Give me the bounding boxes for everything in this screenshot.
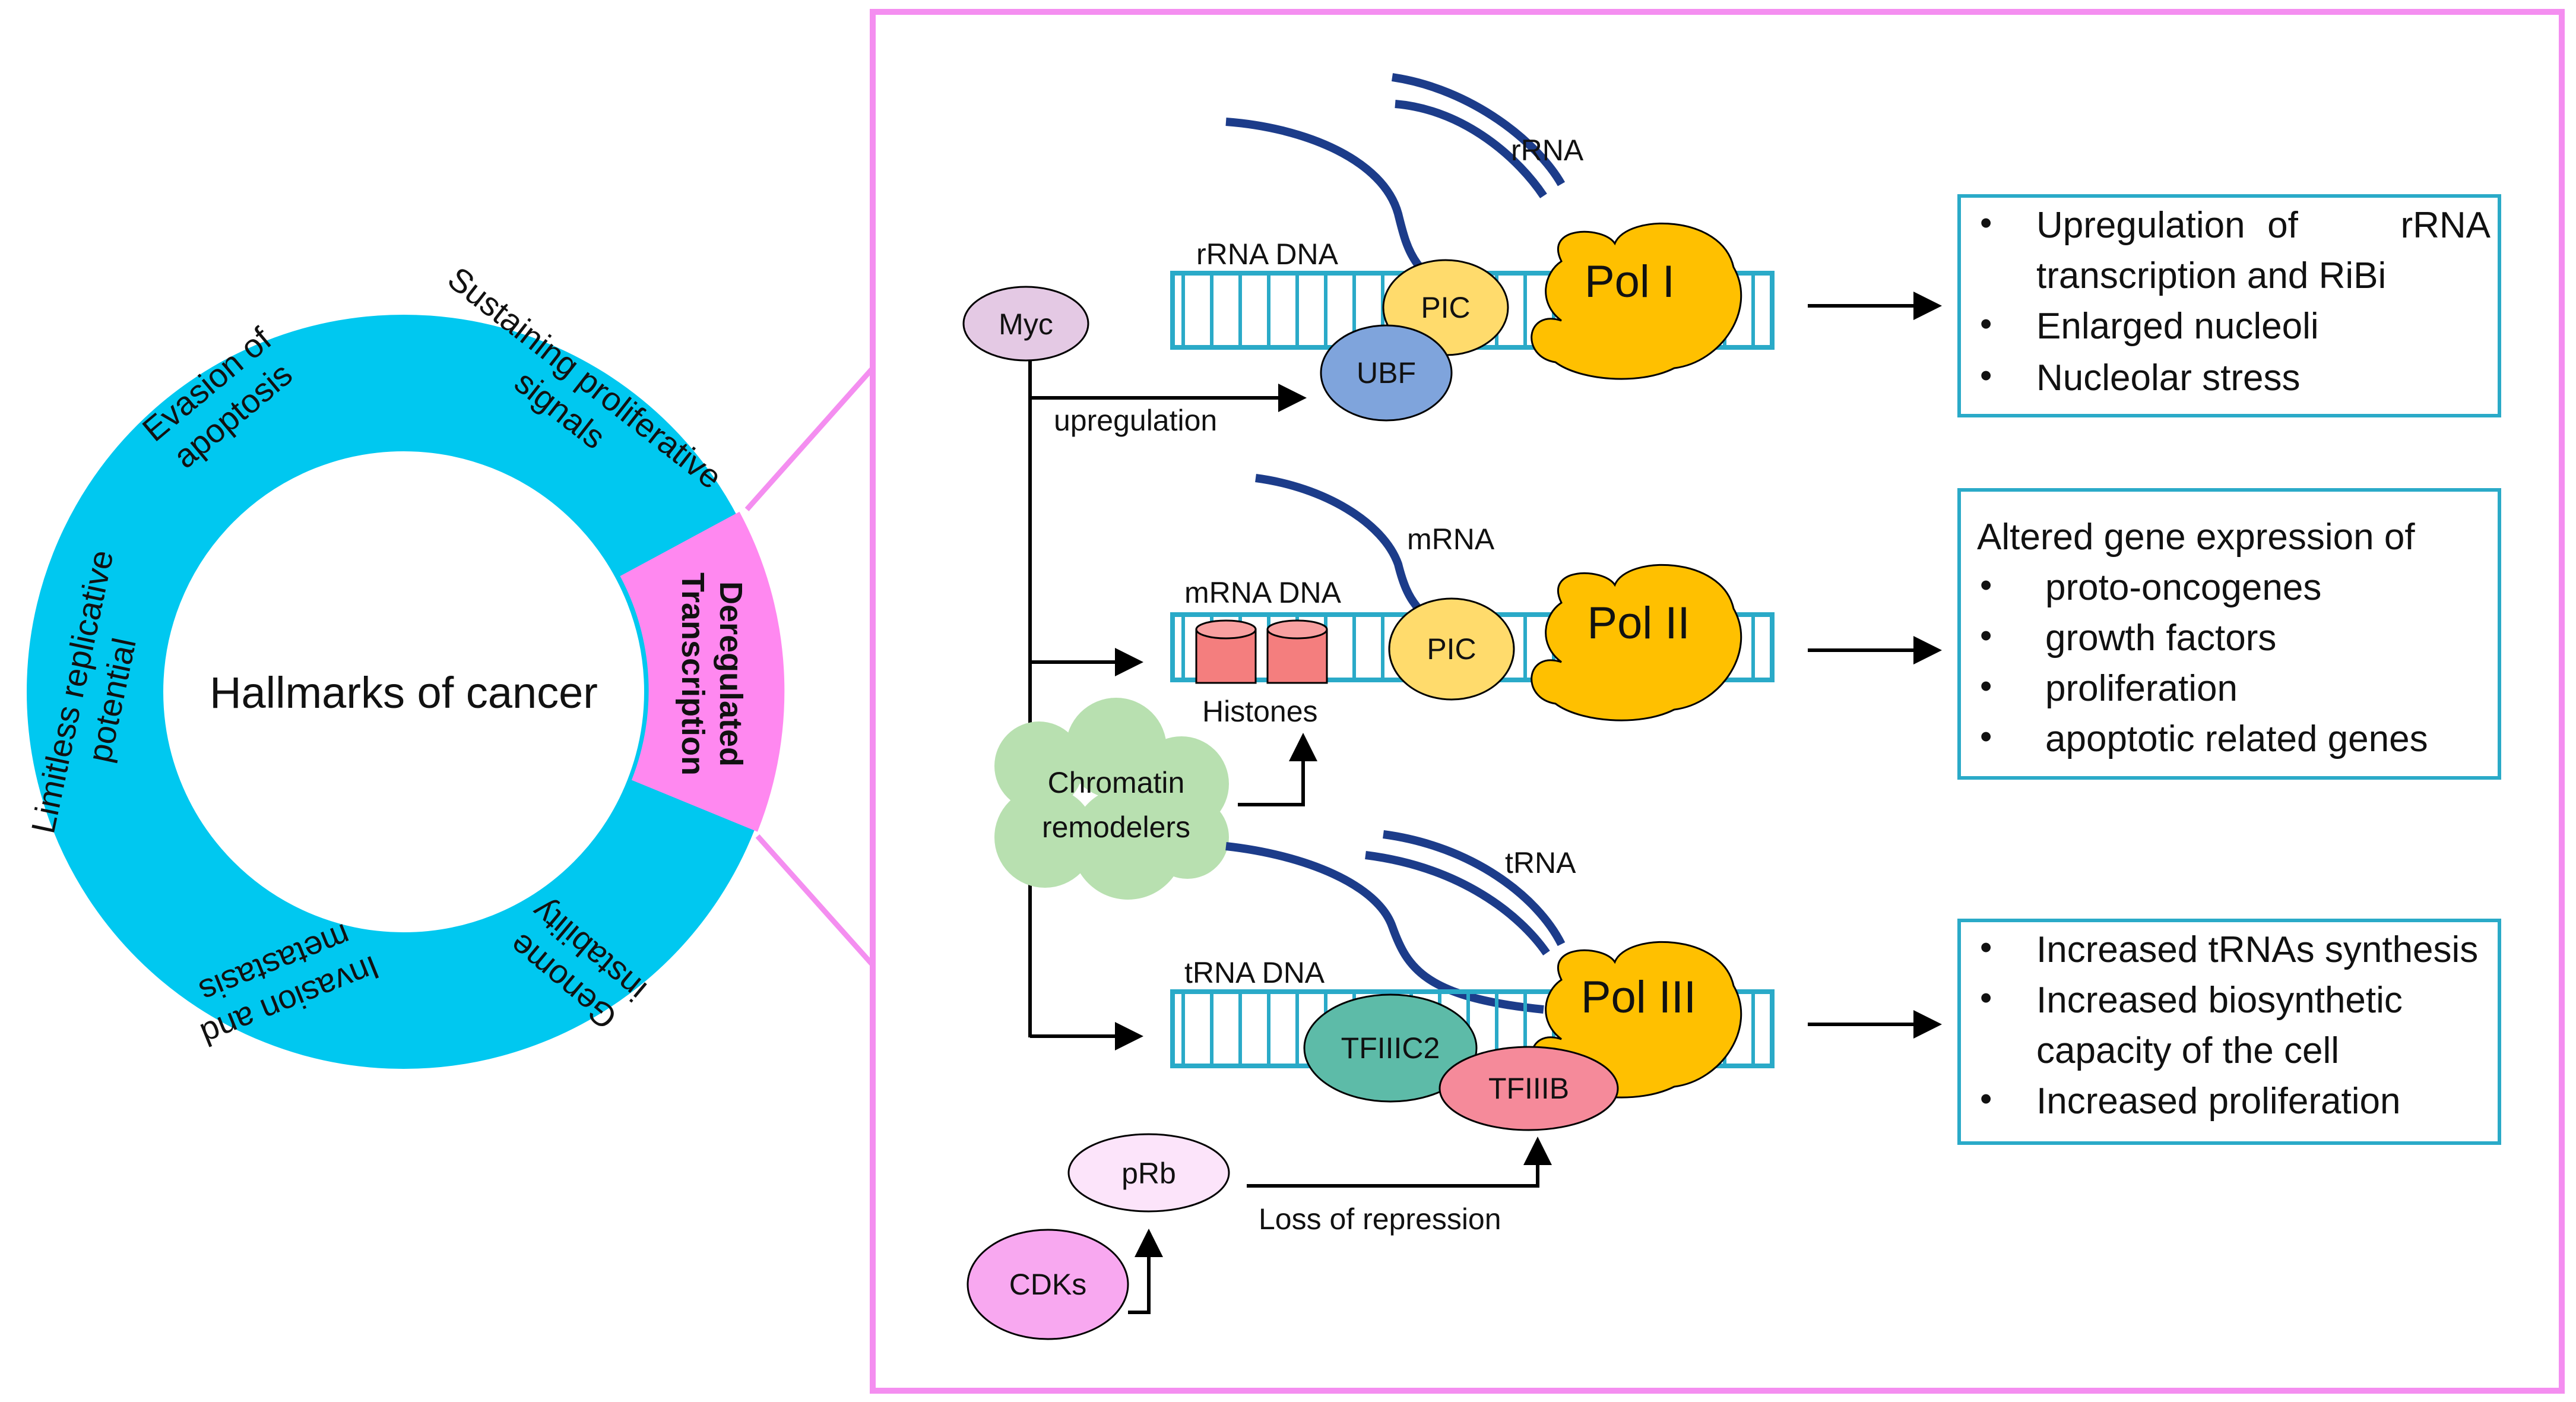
pol2-rna-label: mRNA — [1407, 523, 1495, 556]
ring-highlight-segment — [620, 511, 785, 832]
callout-line-top — [744, 366, 875, 511]
bullet: • — [1980, 667, 1992, 705]
hallmarks-ring: Hallmarks of cancer Evasion of apoptosis… — [24, 259, 785, 1069]
prb-label: pRb — [1121, 1157, 1176, 1190]
pol2-pic-label: PIC — [1427, 632, 1476, 666]
pol1-rna-label: rRNA — [1511, 134, 1584, 167]
box2-item-3: proliferation — [2045, 668, 2238, 709]
pol2-polymerase-label: Pol II — [1587, 598, 1690, 648]
cdks-node — [967, 1229, 1129, 1340]
pol1-rrna-strand-2 — [1395, 100, 1547, 198]
prb-repression-arrow — [1247, 1137, 1552, 1188]
tfiiib-node — [1438, 1046, 1619, 1131]
pol3-polymerase-label: Pol III — [1581, 972, 1696, 1023]
outcome-box-trna: • Increased tRNAs synthesis • Increased … — [1957, 919, 2501, 1145]
box1-line1-word3: rRNA — [2400, 205, 2491, 246]
box1-line1-word1: Upregulation — [2036, 205, 2245, 246]
prb-node — [1067, 1133, 1230, 1213]
pol3-dna-label: tRNA DNA — [1184, 956, 1325, 989]
histone-pair — [1195, 619, 1328, 684]
box3-line1: Increased tRNAs synthesis — [2036, 929, 2478, 970]
bullet: • — [1980, 979, 1992, 1017]
bullet: • — [1980, 616, 1992, 655]
ubf-node — [1320, 324, 1453, 422]
histones-label: Histones — [1202, 695, 1318, 728]
box2-heading: Altered gene expression of — [1977, 517, 2415, 558]
box2-item-1: proto-oncogenes — [2045, 567, 2321, 608]
bullet: • — [1980, 566, 1992, 605]
pol1-rrna-strand-1 — [1391, 73, 1566, 186]
pol2-polymerase — [1531, 564, 1742, 721]
bullet: • — [1980, 928, 1992, 967]
tfiiic2-node — [1303, 993, 1478, 1103]
pol3-trna-strand-2 — [1365, 851, 1550, 955]
ring-label-deregulated-line2: Transcription — [675, 572, 711, 776]
cdks-label: CDKs — [1009, 1268, 1087, 1301]
outcome-box-rrna: • Upregulation of rRNA transcription and… — [1957, 194, 2501, 417]
pol1-polymerase — [1531, 222, 1742, 380]
mechanism-panel — [870, 9, 2565, 1394]
pol1-dna-label: rRNA DNA — [1196, 238, 1339, 271]
box2-item-4: apoptotic related genes — [2045, 719, 2428, 759]
upregulation-label: upregulation — [1054, 404, 1217, 437]
box3-line3: Increased proliferation — [2036, 1081, 2400, 1122]
bullet: • — [1980, 356, 1992, 395]
myc-node — [962, 286, 1089, 362]
myc-label: Myc — [999, 308, 1053, 341]
bullet: • — [1980, 204, 1992, 242]
tfiiic2-label: TFIIIC2 — [1341, 1031, 1440, 1065]
box3-line2: Increased biosynthetic — [2036, 980, 2403, 1021]
bullet: • — [1980, 305, 1992, 343]
loss-of-repression-label: Loss of repression — [1259, 1202, 1501, 1236]
bullet: • — [1980, 717, 1992, 756]
ring-label-deregulated-line1: Deregulated — [713, 581, 749, 767]
callout-line-bottom — [755, 834, 875, 967]
ubf-label: UBF — [1357, 356, 1416, 390]
box2-item-2: growth factors — [2045, 618, 2276, 659]
bullet: • — [1980, 1080, 1992, 1118]
pol1-pic-label: PIC — [1421, 291, 1470, 324]
chromatin-remodelers: Chromatin remodelers — [994, 698, 1229, 900]
pol1-complex: rRNA rRNA DNA Pol I PIC UBF — [1170, 73, 1775, 422]
box1-line3: Nucleolar stress — [2036, 357, 2300, 398]
box1-line2: Enlarged nucleoli — [2036, 306, 2319, 347]
center-title: Hallmarks of cancer — [210, 668, 598, 717]
pol3-complex: tRNA tRNA DNA Pol III TFIIIC2 TFIIIB — [1170, 830, 1775, 1131]
chromatin-arrow — [1238, 733, 1317, 806]
tfiiib-label: TFIIIB — [1488, 1072, 1569, 1105]
pol3-rna-label: tRNA — [1505, 846, 1576, 879]
box1-line1-cont: transcription and RiBi — [2036, 255, 2386, 296]
cdks-arrow — [1128, 1229, 1163, 1314]
box3-line2-cont: capacity of the cell — [2036, 1030, 2339, 1071]
pol2-pic — [1388, 597, 1515, 701]
box1-line1-word2: of — [2267, 205, 2298, 246]
pol2-complex: mRNA mRNA DNA Histones Pol II PIC — [1170, 474, 1775, 728]
pol3-trna-strand-1 — [1383, 830, 1566, 947]
pol2-dna-label: mRNA DNA — [1184, 576, 1342, 609]
pol1-polymerase-label: Pol I — [1585, 257, 1675, 307]
outcome-box-gene-expression: Altered gene expression of • proto-oncog… — [1957, 488, 2501, 780]
chromatin-label-line1: Chromatin — [1048, 766, 1185, 799]
chromatin-label-line2: remodelers — [1042, 811, 1190, 844]
